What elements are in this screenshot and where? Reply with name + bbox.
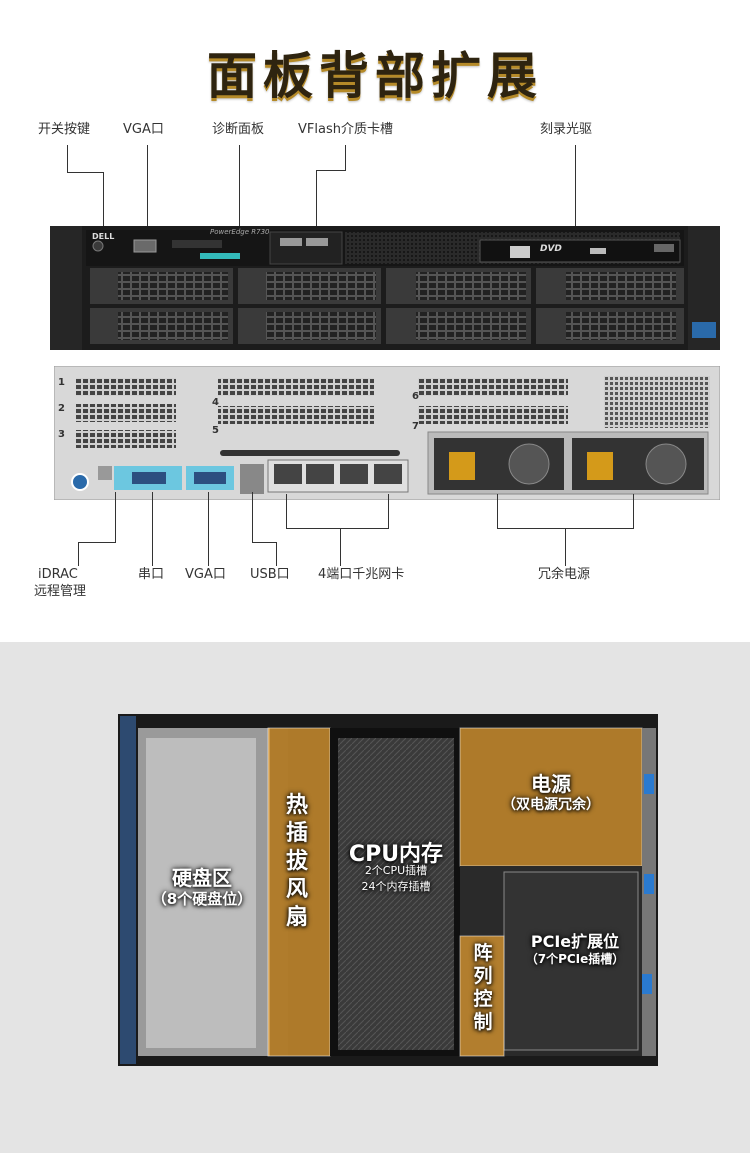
label-nic: 4端口千兆网卡 (318, 567, 405, 582)
leader-usb-v (252, 492, 253, 542)
front-brand-text: DELL (92, 232, 115, 241)
overlay-pcie-title: PCIe扩展位 (530, 932, 620, 951)
leader-nic-left (286, 494, 287, 528)
label-vga-port: VGA口 (123, 122, 164, 137)
leader-nic-v (340, 528, 341, 566)
overlay-raid-title: 阵列控制 (473, 942, 493, 1033)
front-dvd-text: DVD (540, 244, 562, 254)
leader-usb-v2 (276, 542, 277, 566)
leader-usb-h (252, 542, 277, 543)
label-psu: 冗余电源 (538, 567, 591, 582)
leader-vga (147, 145, 148, 231)
leader-power-h (67, 172, 103, 173)
overlay-hdd-title: 硬盘区 (172, 866, 232, 890)
overlay-fan-title: 热插拔风扇 (285, 793, 308, 930)
overlay-pcie-sub: （7个PCIe插槽） (525, 952, 625, 966)
label-vflash-slot: VFlash介质卡槽 (298, 122, 393, 137)
label-usb: USB口 (250, 567, 290, 582)
label-optical-drive: 刻录光驱 (540, 122, 593, 137)
leader-nic-right (388, 494, 389, 528)
overlay-hdd-sub: （8个硬盘位） (151, 890, 253, 908)
leader-power-v2 (103, 172, 104, 240)
label-power-button: 开关按键 (38, 122, 91, 137)
leader-idrac-v (115, 492, 116, 542)
label-idrac-sub: 远程管理 (34, 584, 87, 599)
leader-nic-h (286, 528, 389, 529)
label-diagnostic-panel: 诊断面板 (212, 122, 265, 137)
leader-psu-right (633, 494, 634, 528)
leader-serial (152, 492, 153, 566)
overlay-cpu-sub1: 2个CPU插槽 (364, 864, 428, 877)
leader-idrac-h (78, 542, 116, 543)
label-vga-rear: VGA口 (185, 567, 226, 582)
overlay-psu-sub: （双电源冗余） (502, 797, 600, 813)
leader-diag (239, 145, 240, 235)
slot-number-7: 7 (412, 421, 419, 432)
slot-number-1: 1 (58, 377, 65, 388)
leader-power-v1 (67, 145, 68, 173)
label-serial: 串口 (138, 567, 165, 582)
page-title: 面板背部扩展 (207, 47, 543, 105)
overlay-cpu-sub2: 24个内存插槽 (361, 880, 431, 893)
overlay-cpu-title: CPU内存 (348, 842, 444, 867)
label-idrac: iDRAC (38, 567, 78, 582)
slot-number-5: 5 (212, 425, 219, 436)
slot-number-4: 4 (212, 397, 219, 408)
leader-psu-left (497, 494, 498, 528)
leader-vflash-h (316, 170, 346, 171)
internal-server-image (118, 714, 658, 1066)
front-server-image (50, 226, 720, 350)
slot-number-2: 2 (58, 403, 65, 414)
leader-psu-v (565, 528, 566, 566)
leader-vflash-v2 (316, 170, 317, 230)
leader-vflash-v1 (345, 145, 346, 170)
overlay-psu-title: 电源 (531, 772, 571, 796)
slot-number-6: 6 (412, 391, 419, 402)
leader-optical (575, 145, 576, 233)
leader-vga-rear (208, 492, 209, 566)
rear-server-image (54, 366, 720, 500)
front-model-text: PowerEdge R730 (210, 228, 270, 236)
slot-number-3: 3 (58, 429, 65, 440)
leader-idrac-v2 (78, 542, 79, 566)
